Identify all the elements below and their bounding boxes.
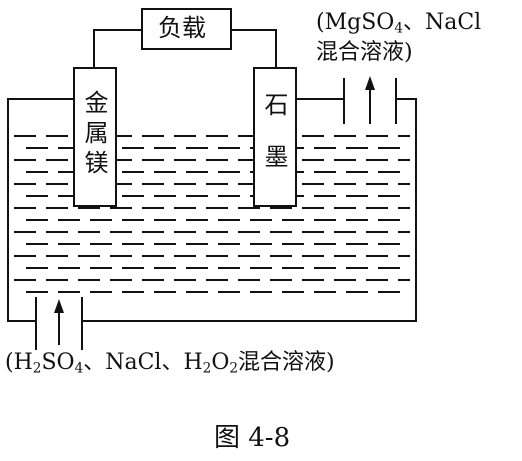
graphite-electrode [253, 67, 297, 207]
outlet-arrow [365, 76, 375, 124]
inlet-arrow [54, 299, 64, 345]
outlet-solution-label: (MgSO4、NaCl 混合溶液) [316, 10, 482, 65]
magnesium-electrode [73, 67, 117, 207]
wire-left [93, 29, 142, 68]
load-label: 负载 [158, 14, 206, 42]
container-wall-bottom-right [82, 98, 417, 322]
load-box [141, 8, 232, 50]
external-circuit [93, 29, 277, 68]
electrolyte [14, 135, 410, 293]
container-wall-left-top [7, 98, 74, 322]
container [7, 78, 417, 350]
figure-caption: 图 4-8 [214, 423, 291, 453]
magnesium-label: 金属镁 [80, 90, 108, 180]
graphite-label: 石墨 [260, 92, 288, 196]
wire-right [231, 29, 277, 68]
inlet-solution-label: (H2SO4、NaCl、H2O2混合溶液) [5, 350, 335, 377]
